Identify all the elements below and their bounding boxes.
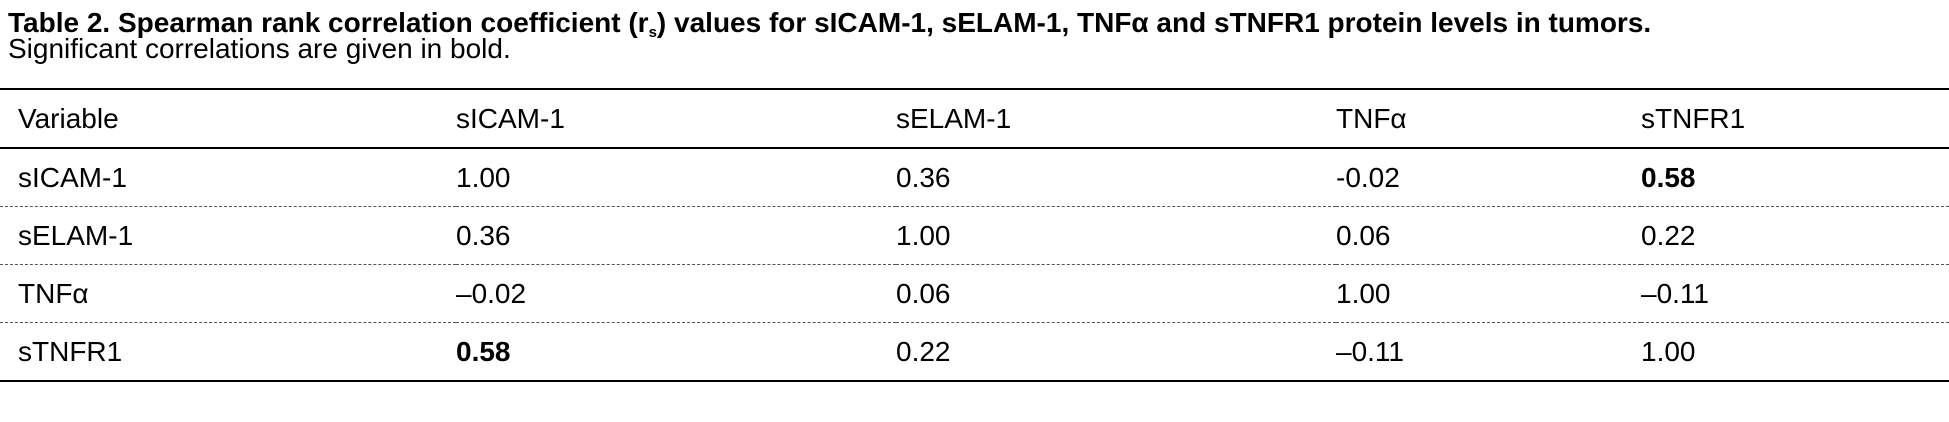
table-caption: Table 2. Spearman rank correlation coeff… <box>8 8 1938 64</box>
table-cell: -0.02 <box>1336 161 1400 193</box>
row-label: sICAM-1 <box>18 161 127 193</box>
table-cell: 0.22 <box>1641 219 1696 251</box>
table-cell: 0.36 <box>456 219 511 251</box>
table-cell: –0.11 <box>1641 277 1709 309</box>
table-cell: 1.00 <box>456 161 511 193</box>
table-row: sELAM-1 0.36 1.00 0.06 0.22 <box>0 207 1949 265</box>
header-variable: Variable <box>18 102 119 134</box>
table-row: sICAM-1 1.00 0.36 -0.02 0.58 <box>0 148 1949 207</box>
table-cell: 0.36 <box>896 161 951 193</box>
table-note: Significant correlations are given in bo… <box>8 33 511 64</box>
row-label: sTNFR1 <box>18 335 123 367</box>
header-selam1: sELAM-1 <box>896 102 1012 134</box>
table-cell: 0.06 <box>1336 219 1391 251</box>
table-body: sICAM-1 1.00 0.36 -0.02 0.58 sELAM-1 0.3… <box>0 148 1949 381</box>
table-row: TNFα –0.02 0.06 1.00 –0.11 <box>0 265 1949 323</box>
header-tnfa: TNFα <box>1336 102 1407 134</box>
table-title: Table 2. Spearman rank correlation coeff… <box>8 7 1938 41</box>
table-row: sTNFR1 0.58 0.22 –0.11 1.00 <box>0 323 1949 381</box>
table-cell: 1.00 <box>896 219 951 251</box>
table-title-prefix: Table 2. Spearman rank correlation coeff… <box>8 7 649 38</box>
row-label: sELAM-1 <box>18 219 134 251</box>
table-cell: 1.00 <box>1336 277 1391 309</box>
table-cell: 0.06 <box>896 277 951 309</box>
table-title-suffix: ) values for sICAM-1, sELAM-1, TNFα and … <box>656 7 1652 38</box>
header-row: Variable sICAM-1 sELAM-1 TNFα sTNFR1 <box>0 89 1949 148</box>
table-cell: –0.11 <box>1336 335 1404 367</box>
header-stnfr1: sTNFR1 <box>1641 102 1746 134</box>
table-cell-significant: 0.58 <box>456 335 511 367</box>
table-cell-significant: 0.58 <box>1641 161 1696 193</box>
table-header: Variable sICAM-1 sELAM-1 TNFα sTNFR1 <box>0 89 1949 148</box>
header-sicam1: sICAM-1 <box>456 102 565 134</box>
table-title-subscript: s <box>648 24 657 41</box>
correlation-table: Variable sICAM-1 sELAM-1 TNFα sTNFR1 sIC… <box>0 88 1949 382</box>
row-label: TNFα <box>18 277 89 309</box>
table-cell: 1.00 <box>1641 335 1696 367</box>
table-cell: –0.02 <box>456 277 527 309</box>
table-cell: 0.22 <box>896 335 951 367</box>
